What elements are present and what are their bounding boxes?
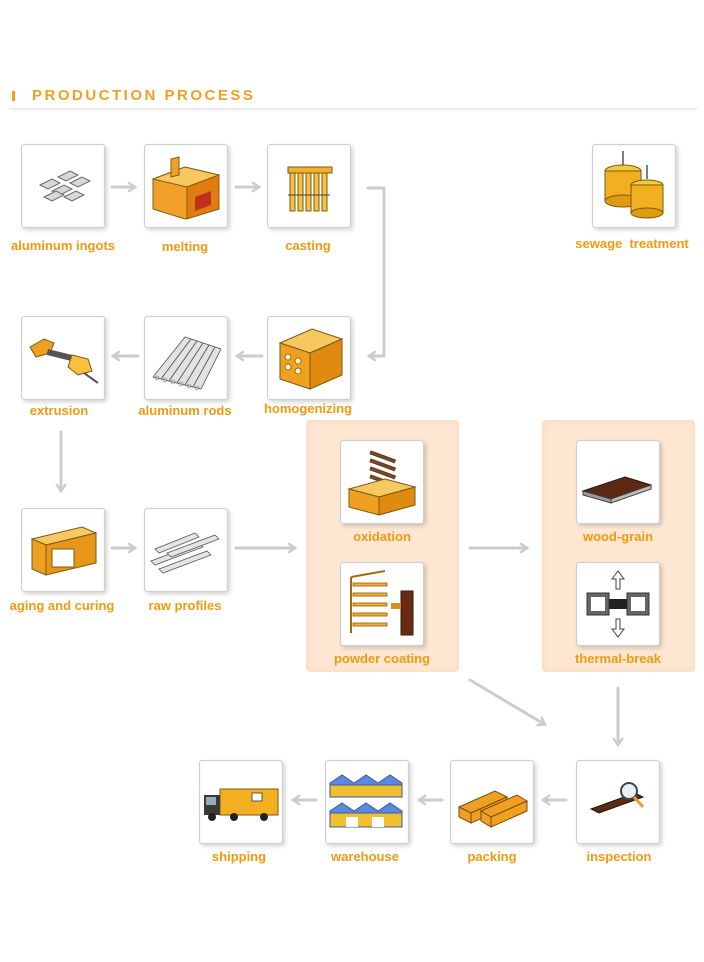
step-inspection bbox=[576, 760, 660, 844]
warehouse-icon bbox=[329, 774, 403, 828]
step-powder-coating bbox=[340, 562, 424, 646]
label-homogenizing: homogenizing bbox=[263, 401, 353, 416]
section-header: PRODUCTION PROCESS bbox=[8, 84, 698, 109]
profiles-icon bbox=[150, 532, 220, 574]
thermal-break-icon bbox=[586, 570, 650, 638]
label-aluminum-rods: aluminum rods bbox=[138, 403, 232, 418]
truck-icon bbox=[204, 788, 279, 821]
step-aluminum-ingots bbox=[21, 144, 105, 228]
casting-icon bbox=[287, 166, 333, 212]
step-sewage-treatment bbox=[592, 144, 676, 228]
label-melting: melting bbox=[161, 239, 209, 254]
extruder-icon bbox=[29, 338, 99, 384]
label-powder-coating: powder coating bbox=[333, 651, 431, 666]
step-extrusion bbox=[21, 316, 105, 400]
oxidation-tank-icon bbox=[347, 450, 417, 516]
arrow-treatment-inspection bbox=[468, 678, 547, 727]
rods-icon bbox=[152, 336, 222, 391]
oven-icon bbox=[278, 328, 344, 390]
step-wood-grain bbox=[576, 440, 660, 524]
magnifier-icon bbox=[589, 782, 645, 814]
label-extrusion: extrusion bbox=[29, 403, 89, 418]
step-homogenizing bbox=[267, 316, 351, 400]
step-packing bbox=[450, 760, 534, 844]
label-inspection: inspection bbox=[586, 849, 652, 864]
ingots-icon bbox=[38, 170, 92, 202]
label-wood-grain: wood-grain bbox=[582, 529, 654, 544]
step-shipping bbox=[199, 760, 283, 844]
label-shipping: shipping bbox=[211, 849, 267, 864]
step-melting bbox=[144, 144, 228, 228]
label-packing: packing bbox=[467, 849, 517, 864]
step-raw-profiles bbox=[144, 508, 228, 592]
tanks-icon bbox=[604, 151, 664, 219]
label-raw-profiles: raw profiles bbox=[148, 598, 222, 613]
label-oxidation: oxidation bbox=[353, 529, 411, 544]
step-thermal-break bbox=[576, 562, 660, 646]
wood-grain-icon bbox=[581, 476, 653, 504]
label-sewage-treatment: sewage treatment bbox=[575, 236, 689, 251]
step-oxidation bbox=[340, 440, 424, 524]
label-aluminum-ingots: aluminum ingots bbox=[11, 238, 115, 253]
pallets-icon bbox=[457, 790, 529, 828]
step-aging-and-curing bbox=[21, 508, 105, 592]
header-accent-bar bbox=[12, 91, 15, 101]
arrow-casting-homogenizing bbox=[366, 186, 386, 362]
furnace-icon bbox=[151, 156, 221, 220]
label-thermal-break: thermal-break bbox=[575, 651, 661, 666]
step-aluminum-rods bbox=[144, 316, 228, 400]
step-warehouse bbox=[325, 760, 409, 844]
label-aging-and-curing: aging and curing bbox=[9, 598, 115, 613]
page-title: PRODUCTION PROCESS bbox=[32, 87, 256, 104]
aging-oven-icon bbox=[30, 526, 98, 576]
step-casting bbox=[267, 144, 351, 228]
label-casting: casting bbox=[285, 238, 331, 253]
label-warehouse: warehouse bbox=[331, 849, 399, 864]
coating-rack-icon bbox=[350, 570, 414, 636]
